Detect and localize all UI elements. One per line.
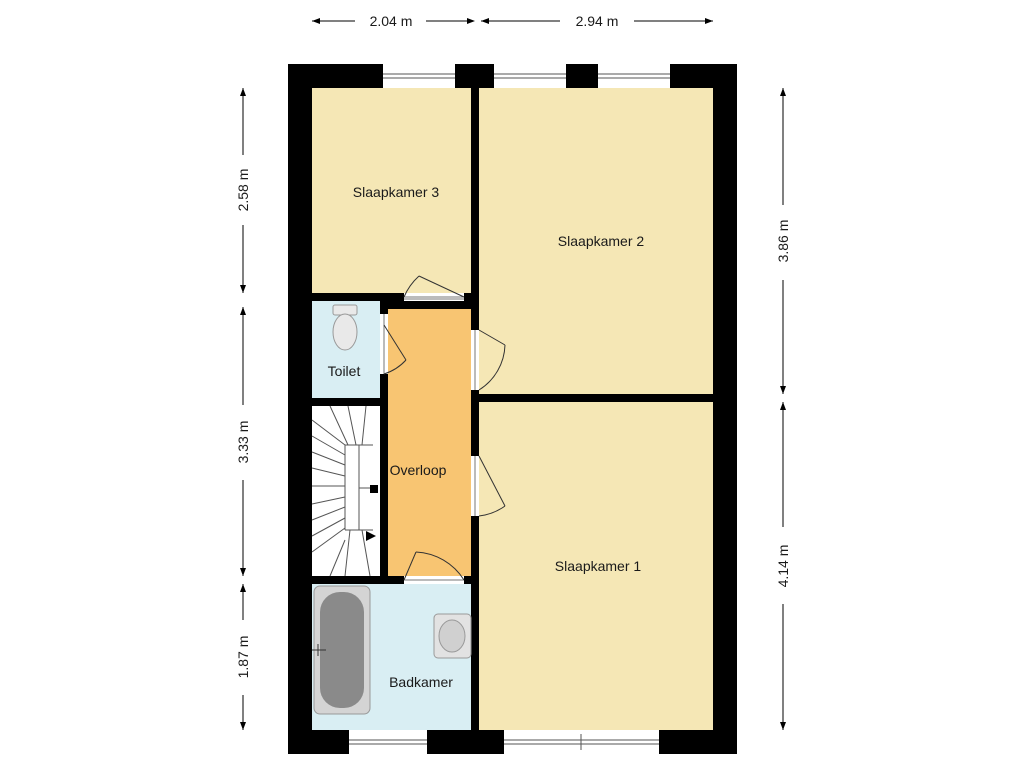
dim-top-right-label: 2.94 m bbox=[576, 13, 619, 29]
sink bbox=[433, 613, 472, 659]
label-slaapkamer-2: Slaapkamer 2 bbox=[558, 233, 645, 249]
room-slaapkamer-1[interactable] bbox=[479, 402, 713, 730]
bathtub bbox=[312, 585, 371, 715]
label-badkamer: Badkamer bbox=[389, 674, 453, 690]
dimension-right-top: 3.86 m bbox=[775, 88, 791, 394]
dimension-top-right: 2.94 m bbox=[481, 13, 713, 29]
dim-right-bottom-label: 4.14 m bbox=[775, 545, 791, 588]
stairs bbox=[311, 405, 373, 577]
doors bbox=[380, 275, 506, 584]
label-overloop: Overloop bbox=[390, 462, 447, 478]
dim-left-top-label: 2.58 m bbox=[235, 169, 251, 212]
room-stairs[interactable] bbox=[312, 406, 380, 576]
dim-left-middle-label: 3.33 m bbox=[235, 421, 251, 464]
dimension-left-middle: 3.33 m bbox=[235, 307, 251, 576]
room-slaapkamer-2[interactable] bbox=[479, 88, 713, 394]
dim-right-top-label: 3.86 m bbox=[775, 220, 791, 263]
stair-post bbox=[370, 485, 378, 493]
windows-top bbox=[383, 64, 670, 88]
dimension-left-bottom: 1.87 m bbox=[235, 584, 251, 730]
dim-top-left-label: 2.04 m bbox=[370, 13, 413, 29]
windows-bottom bbox=[349, 730, 659, 754]
dimension-right-bottom: 4.14 m bbox=[775, 402, 791, 730]
room-overloop[interactable] bbox=[388, 309, 471, 576]
label-slaapkamer-3: Slaapkamer 3 bbox=[353, 184, 440, 200]
dimension-top-left: 2.04 m bbox=[312, 13, 475, 29]
room-slaapkamer-3[interactable] bbox=[312, 88, 471, 293]
dimension-left-top: 2.58 m bbox=[235, 88, 251, 293]
dim-left-bottom-label: 1.87 m bbox=[235, 636, 251, 679]
label-slaapkamer-1: Slaapkamer 1 bbox=[555, 558, 642, 574]
label-toilet: Toilet bbox=[328, 363, 361, 379]
toilet-fixture bbox=[332, 304, 358, 351]
stair-direction-arrow-icon bbox=[366, 531, 376, 541]
